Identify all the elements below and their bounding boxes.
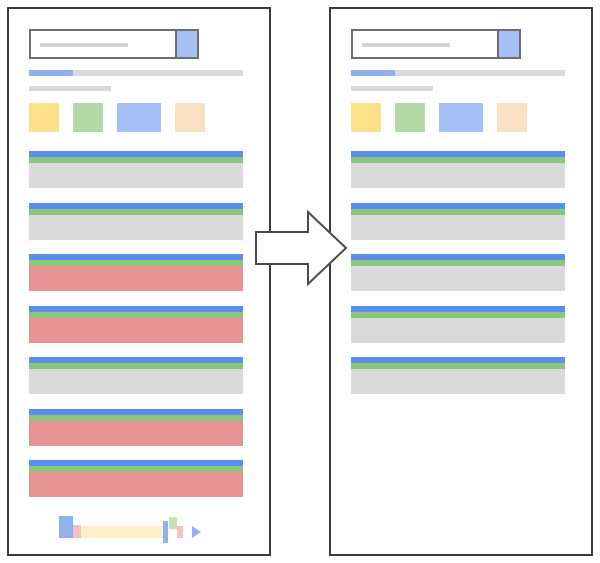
result-item[interactable] bbox=[351, 306, 565, 343]
result-item[interactable] bbox=[29, 306, 243, 343]
result-title-bar[interactable] bbox=[29, 460, 243, 466]
result-stats bbox=[29, 86, 111, 91]
result-title-bar[interactable] bbox=[29, 151, 243, 157]
result-snippet bbox=[351, 369, 565, 394]
tabs-bar bbox=[29, 70, 243, 76]
result-url-bar bbox=[29, 415, 243, 421]
result-title-bar[interactable] bbox=[351, 306, 565, 312]
filter-chip-yellow[interactable] bbox=[351, 103, 381, 132]
result-url-bar bbox=[351, 312, 565, 318]
search-input[interactable] bbox=[29, 29, 177, 59]
filter-chip-peach[interactable] bbox=[497, 103, 527, 132]
result-snippet bbox=[351, 163, 565, 188]
tab-active[interactable] bbox=[29, 70, 73, 76]
result-url-bar bbox=[351, 363, 565, 369]
result-title-bar[interactable] bbox=[351, 151, 565, 157]
arrow-shape bbox=[255, 210, 348, 286]
pager-block-pink[interactable] bbox=[73, 525, 81, 538]
filter-chip-blue[interactable] bbox=[439, 103, 483, 132]
result-url-bar bbox=[351, 260, 565, 266]
result-snippet bbox=[29, 369, 243, 394]
filter-chip-green[interactable] bbox=[395, 103, 425, 132]
result-title-bar[interactable] bbox=[351, 254, 565, 260]
before-results-page bbox=[7, 7, 271, 556]
search-placeholder bbox=[40, 43, 128, 47]
filter-chip-peach[interactable] bbox=[175, 103, 205, 132]
result-snippet bbox=[351, 215, 565, 240]
filter-chip-green[interactable] bbox=[73, 103, 103, 132]
result-item[interactable] bbox=[29, 357, 243, 394]
result-snippet-flagged bbox=[29, 266, 243, 291]
result-item[interactable] bbox=[29, 460, 243, 497]
result-url-bar bbox=[29, 260, 243, 266]
result-title-bar[interactable] bbox=[29, 409, 243, 415]
result-snippet bbox=[29, 163, 243, 188]
pager-block-pink-2[interactable] bbox=[177, 526, 183, 538]
result-title-bar[interactable] bbox=[29, 357, 243, 363]
result-item[interactable] bbox=[29, 409, 243, 446]
next-page-icon[interactable] bbox=[192, 526, 202, 538]
result-snippet bbox=[351, 318, 565, 343]
pager-marker-blue[interactable] bbox=[163, 521, 168, 543]
result-url-bar bbox=[29, 363, 243, 369]
result-url-bar bbox=[351, 157, 565, 163]
search-button[interactable] bbox=[177, 29, 199, 59]
search-placeholder bbox=[362, 43, 450, 47]
result-url-bar bbox=[29, 157, 243, 163]
result-item[interactable] bbox=[351, 254, 565, 291]
result-item[interactable] bbox=[29, 151, 243, 188]
result-snippet-flagged bbox=[29, 472, 243, 497]
result-title-bar[interactable] bbox=[351, 203, 565, 209]
filter-chip-blue[interactable] bbox=[117, 103, 161, 132]
result-snippet-flagged bbox=[29, 421, 243, 446]
result-title-bar[interactable] bbox=[29, 254, 243, 260]
tabs-bar bbox=[351, 70, 565, 76]
result-item[interactable] bbox=[29, 203, 243, 240]
result-title-bar[interactable] bbox=[351, 357, 565, 363]
tab-active[interactable] bbox=[351, 70, 395, 76]
pagination bbox=[59, 513, 209, 543]
after-results-page bbox=[329, 7, 593, 556]
pager-block-blue[interactable] bbox=[59, 516, 73, 538]
pager-track[interactable] bbox=[81, 526, 167, 538]
filter-chip-yellow[interactable] bbox=[29, 103, 59, 132]
right-arrow-icon bbox=[255, 210, 348, 286]
search-input[interactable] bbox=[351, 29, 499, 59]
result-snippet bbox=[29, 215, 243, 240]
result-url-bar bbox=[29, 466, 243, 472]
result-url-bar bbox=[29, 209, 243, 215]
search-button[interactable] bbox=[499, 29, 521, 59]
result-item[interactable] bbox=[351, 357, 565, 394]
result-title-bar[interactable] bbox=[29, 203, 243, 209]
result-url-bar bbox=[29, 312, 243, 318]
pager-block-green[interactable] bbox=[169, 517, 177, 529]
result-item[interactable] bbox=[351, 203, 565, 240]
result-item[interactable] bbox=[29, 254, 243, 291]
result-title-bar[interactable] bbox=[29, 306, 243, 312]
result-item[interactable] bbox=[351, 151, 565, 188]
result-snippet-flagged bbox=[29, 318, 243, 343]
result-snippet bbox=[351, 266, 565, 291]
result-url-bar bbox=[351, 209, 565, 215]
result-stats bbox=[351, 86, 433, 91]
